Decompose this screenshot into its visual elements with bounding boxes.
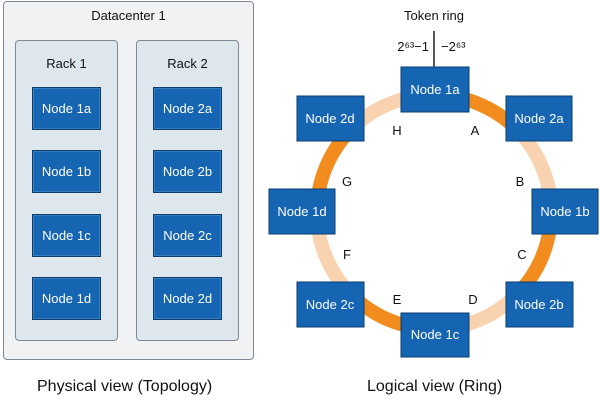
ring-node-2c-label: Node 2c — [306, 297, 355, 312]
segment-label-h: H — [392, 123, 401, 138]
ring-node-2a-label: Node 2a — [514, 111, 564, 126]
ring-node-1d: Node 1d — [268, 188, 336, 235]
logical-view-caption: Logical view (Ring) — [367, 378, 503, 395]
ring-node-1b: Node 1b — [531, 188, 599, 235]
physical-view-caption: Physical view (Topology) — [37, 378, 213, 395]
segment-label-g: G — [342, 174, 352, 189]
ring-node-1c: Node 1c — [400, 312, 470, 358]
rack-1-title: Rack 1 — [46, 56, 87, 71]
ring-node-2c: Node 2c — [296, 281, 365, 328]
ring-node-1c-label: Node 1c — [411, 327, 460, 342]
rack-2-title: Rack 2 — [167, 56, 208, 71]
ring-node-1a: Node 1a — [400, 66, 470, 113]
segment-label-e: E — [393, 292, 402, 307]
segment-label-f: F — [343, 247, 351, 262]
ring-node-1b-label: Node 1b — [540, 204, 589, 219]
token-ring-label: Token ring — [404, 8, 464, 23]
rack-2-node-2d: Node 2d — [153, 277, 222, 320]
datacenter-title: Datacenter 1 — [91, 8, 166, 23]
ring-node-2b: Node 2b — [505, 281, 574, 328]
rack-2-node-2c: Node 2c — [153, 214, 222, 257]
rack-1-node-1d: Node 1d — [32, 277, 101, 320]
rack-1-node-1c: Node 1c — [32, 214, 101, 257]
segment-label-b: B — [516, 174, 525, 189]
rack-2-node-2b: Node 2b — [153, 150, 222, 193]
rack-1-node-1b: Node 1b — [32, 150, 101, 193]
rack-2-node-2a: Node 2a — [153, 87, 222, 130]
ring-node-2b-label: Node 2b — [514, 297, 563, 312]
segment-label-a: A — [471, 123, 480, 138]
ring-node-1d-label: Node 1d — [277, 204, 326, 219]
ring-node-2a: Node 2a — [505, 95, 573, 142]
segment-label-c: C — [517, 247, 526, 262]
min-token-label: 2⁶³−1 — [397, 39, 429, 54]
segment-label-d: D — [468, 292, 477, 307]
ring-node-1a-label: Node 1a — [410, 82, 460, 97]
ring-node-2d-label: Node 2d — [305, 111, 354, 126]
ring-node-2d: Node 2d — [296, 95, 365, 142]
max-token-label: −2⁶³ — [441, 39, 466, 54]
rack-1-node-1a: Node 1a — [32, 87, 101, 130]
